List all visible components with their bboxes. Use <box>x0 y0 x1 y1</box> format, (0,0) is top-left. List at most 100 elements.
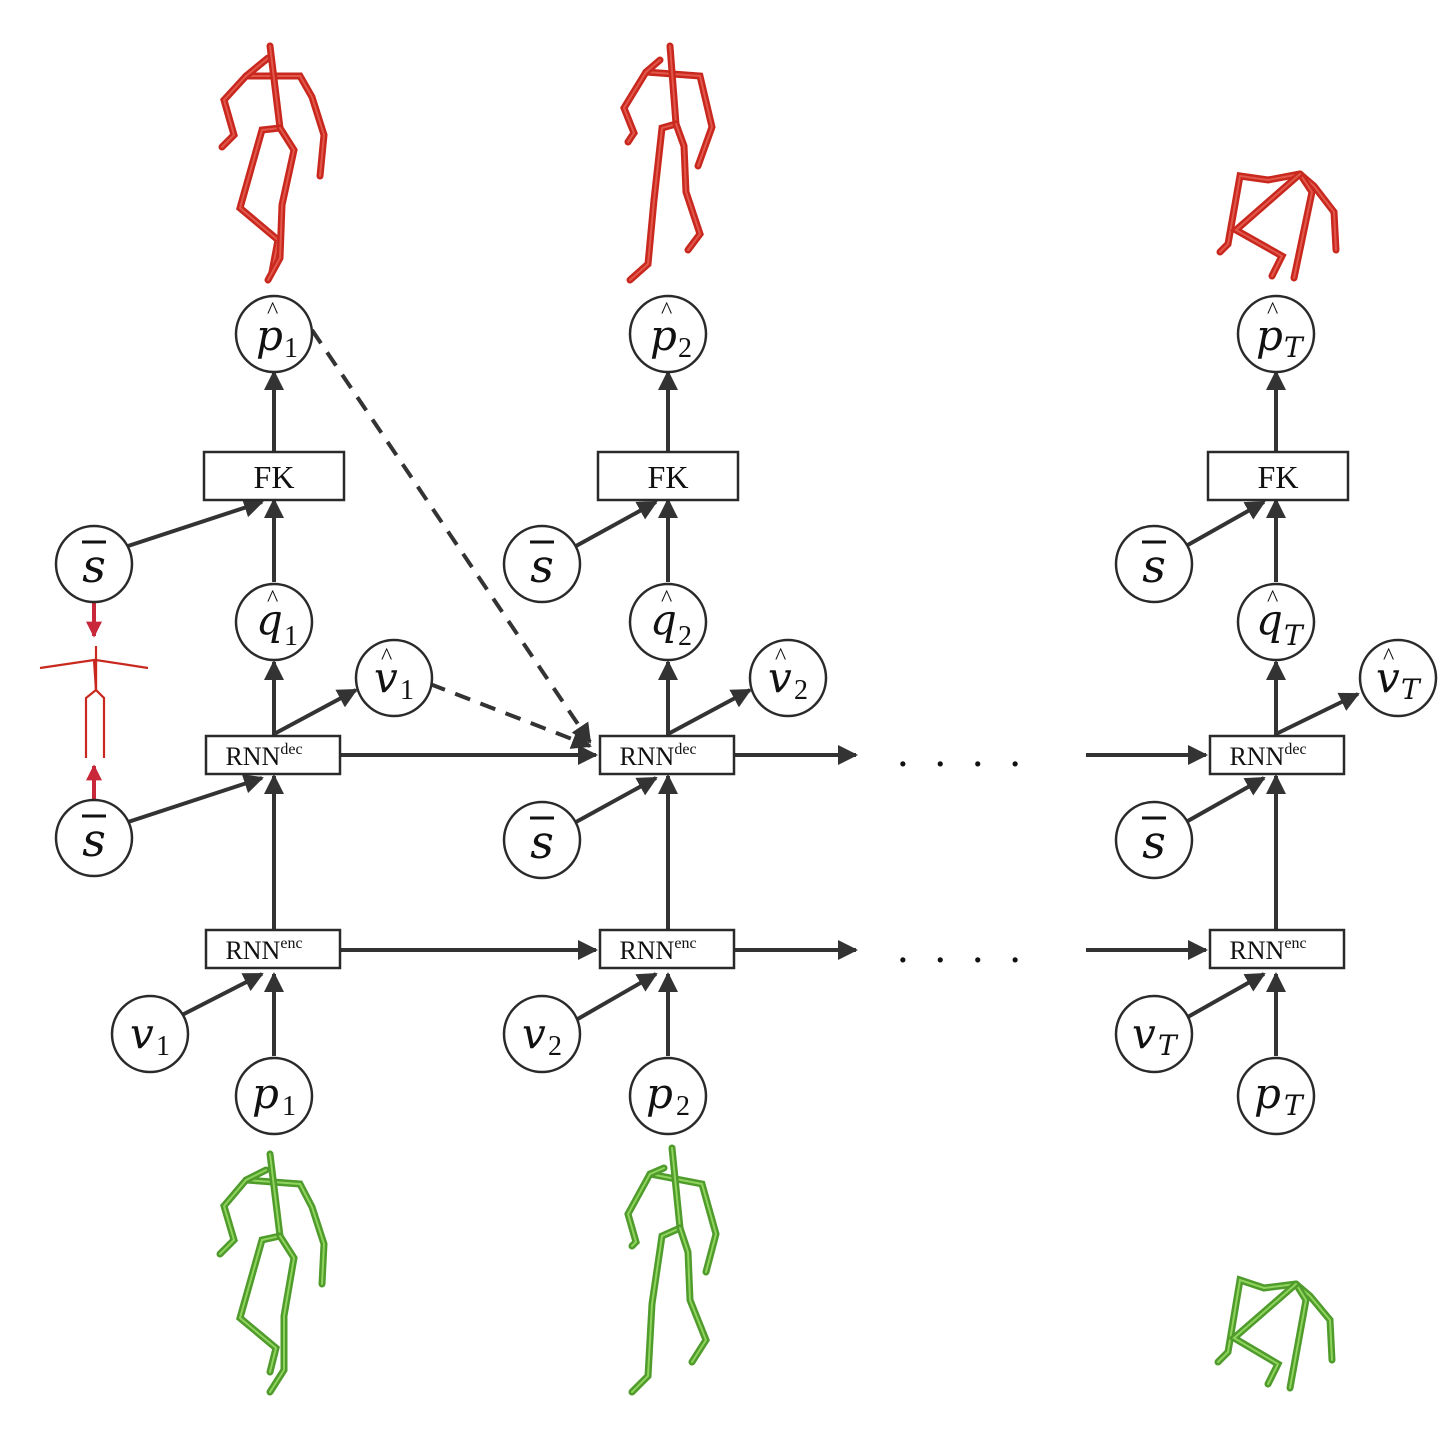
hat-mark: ^ <box>381 644 392 670</box>
fk-label: FK <box>648 459 689 495</box>
q-hat-subscript: T <box>1284 619 1305 652</box>
dec-superscript: dec <box>1284 741 1306 758</box>
node-q-hat-2: q ^ 2 <box>628 582 708 662</box>
p-base: p <box>252 1069 279 1118</box>
fk-label: FK <box>254 459 295 495</box>
node-v-hat-2: v ^ 2 <box>748 638 828 718</box>
hat-mark: ^ <box>1267 586 1278 612</box>
v-hat-subscript: T <box>1401 673 1422 706</box>
q-hat-subscript: 2 <box>678 621 692 652</box>
v-base: v <box>1132 1009 1156 1058</box>
v-subscript: 2 <box>548 1031 562 1062</box>
rnn-label: RNN <box>619 936 674 965</box>
rnn-label: RNN <box>225 936 280 965</box>
svg-text:RNNdec: RNNdec <box>225 741 302 771</box>
svg-text:RNNenc: RNNenc <box>619 935 696 965</box>
fk-box-tT: FK <box>1206 450 1350 502</box>
input-pose-figure-1 <box>216 1150 328 1396</box>
v-hat-base: v <box>374 653 398 702</box>
node-s-bar-fk-T: s <box>1114 524 1194 604</box>
node-v-hat-T: v ^ T <box>1358 638 1438 718</box>
p-hat-base: p <box>1256 311 1283 360</box>
svg-text:RNNenc: RNNenc <box>1229 935 1306 965</box>
rnn-label: RNN <box>619 742 674 771</box>
s-bar-label: s <box>82 813 106 867</box>
p-subscript: 1 <box>282 1091 296 1122</box>
node-s-bar-fk-2: s <box>502 524 582 604</box>
connections <box>86 328 1360 1056</box>
predicted-pose-figure-1 <box>218 42 328 284</box>
q-hat-subscript: 1 <box>284 621 298 652</box>
hat-mark: ^ <box>661 586 672 612</box>
p-hat-base: p <box>650 311 677 360</box>
s-bar-label: s <box>82 539 106 593</box>
decoder-ellipsis: . . . . <box>896 730 1027 776</box>
p-hat-subscript: 2 <box>678 333 692 364</box>
fk-box-t1: FK <box>202 450 346 502</box>
hat-mark: ^ <box>775 644 786 670</box>
node-p-hat-2: p ^ 2 <box>628 294 708 374</box>
encoder-ellipsis: . . . . <box>896 926 1027 972</box>
rnn-enc-box-tT: RNNenc <box>1208 928 1346 970</box>
node-s-bar-dec-1: s <box>54 798 134 878</box>
node-s-bar-dec-2: s <box>502 800 582 880</box>
v-subscript: 1 <box>156 1031 170 1062</box>
target-skeleton-tpose <box>39 646 149 758</box>
p-subscript: T <box>1284 1089 1305 1122</box>
p-subscript: 2 <box>676 1091 690 1122</box>
predicted-pose-figure-T <box>1216 170 1340 282</box>
predicted-pose-figure-2 <box>620 42 716 284</box>
node-v-T: v T <box>1114 994 1194 1074</box>
svg-text:RNNenc: RNNenc <box>225 935 302 965</box>
s-bar-label: s <box>530 539 554 593</box>
node-p-hat-1: p ^ 1 <box>234 294 314 374</box>
rnn-enc-box-t2: RNNenc <box>598 928 736 970</box>
node-q-hat-1: q ^ 1 <box>234 582 314 662</box>
p-hat-subscript: T <box>1284 331 1305 364</box>
enc-superscript: enc <box>674 935 696 952</box>
hat-mark: ^ <box>1383 644 1394 670</box>
rnn-label: RNN <box>1229 742 1284 771</box>
q-hat-base: q <box>256 595 283 644</box>
input-pose-figure-T <box>1214 1275 1336 1392</box>
rnn-dec-box-tT: RNNdec <box>1208 734 1346 776</box>
hat-mark: ^ <box>267 586 278 612</box>
node-p-hat-T: p ^ T <box>1236 294 1316 374</box>
dec-superscript: dec <box>280 741 302 758</box>
p-base: p <box>646 1069 673 1118</box>
node-p-2: p 2 <box>628 1056 708 1136</box>
q-hat-base: q <box>1256 595 1283 644</box>
v-subscript: T <box>1158 1029 1179 1062</box>
rnn-dec-box-t2: RNNdec <box>598 734 736 776</box>
hat-mark: ^ <box>661 298 672 324</box>
node-s-bar-dec-T: s <box>1114 800 1194 880</box>
s-bar-label: s <box>530 815 554 869</box>
s-bar-label: s <box>1142 815 1166 869</box>
v-base: v <box>130 1009 154 1058</box>
v-hat-subscript: 1 <box>400 675 414 706</box>
enc-superscript: enc <box>1284 935 1306 952</box>
v-hat-base: v <box>1376 653 1400 702</box>
v-hat-base: v <box>768 653 792 702</box>
enc-superscript: enc <box>280 935 302 952</box>
hat-mark: ^ <box>1267 298 1278 324</box>
node-v-hat-1: v ^ 1 <box>354 638 434 718</box>
p-hat-subscript: 1 <box>284 333 298 364</box>
fk-label: FK <box>1258 459 1299 495</box>
s-bar-label: s <box>1142 539 1166 593</box>
hat-mark: ^ <box>267 298 278 324</box>
svg-text:RNNdec: RNNdec <box>1229 741 1306 771</box>
node-v-1: v 1 <box>110 994 190 1074</box>
svg-text:RNNdec: RNNdec <box>619 741 696 771</box>
dec-superscript: dec <box>674 741 696 758</box>
node-q-hat-T: q ^ T <box>1236 582 1316 662</box>
node-p-1: p 1 <box>234 1056 314 1136</box>
v-hat-subscript: 2 <box>794 675 808 706</box>
node-p-T: p T <box>1236 1056 1316 1136</box>
v-base: v <box>522 1009 546 1058</box>
p-base: p <box>1254 1069 1281 1118</box>
input-pose-figure-2 <box>624 1144 720 1396</box>
fk-box-t2: FK <box>596 450 740 502</box>
rnn-label: RNN <box>1229 936 1284 965</box>
